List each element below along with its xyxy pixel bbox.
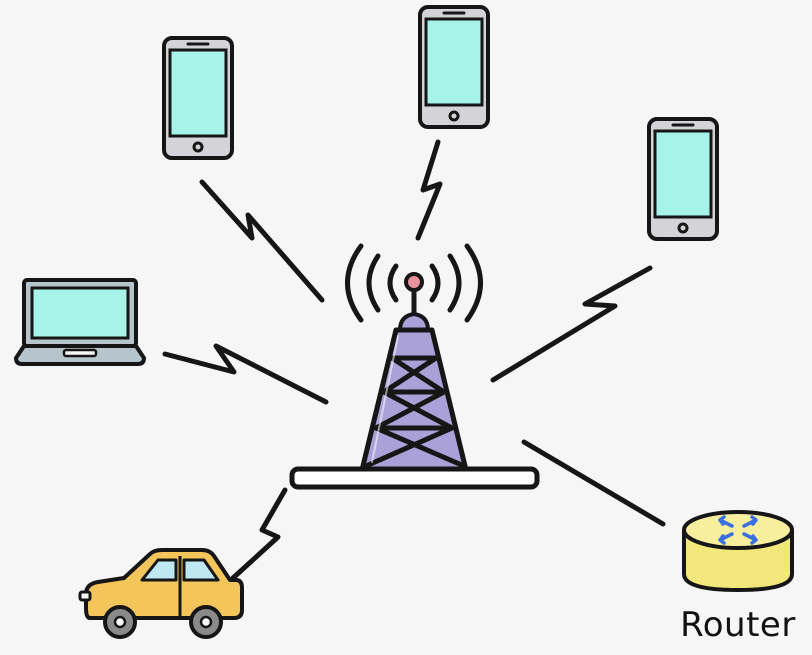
link-phone-top (415, 139, 443, 241)
smartphone-icon (418, 5, 490, 129)
router-arrows-icon (718, 515, 758, 545)
cell-tower-icon (289, 243, 540, 490)
car-icon (78, 548, 244, 639)
smartphone-icon (647, 117, 719, 241)
connection-links (162, 139, 666, 581)
laptop-icon (14, 278, 146, 366)
link-router (521, 439, 666, 527)
smartphone-icon (162, 36, 234, 160)
router-label: Router (680, 605, 796, 645)
link-laptop (162, 343, 329, 405)
beacon-light-icon (404, 272, 424, 292)
link-phone-right (490, 265, 653, 383)
link-car (230, 487, 288, 581)
tower-base (289, 466, 540, 490)
link-phone-left (199, 179, 325, 303)
signal-waves-icon (345, 243, 483, 323)
router-icon (682, 510, 794, 593)
